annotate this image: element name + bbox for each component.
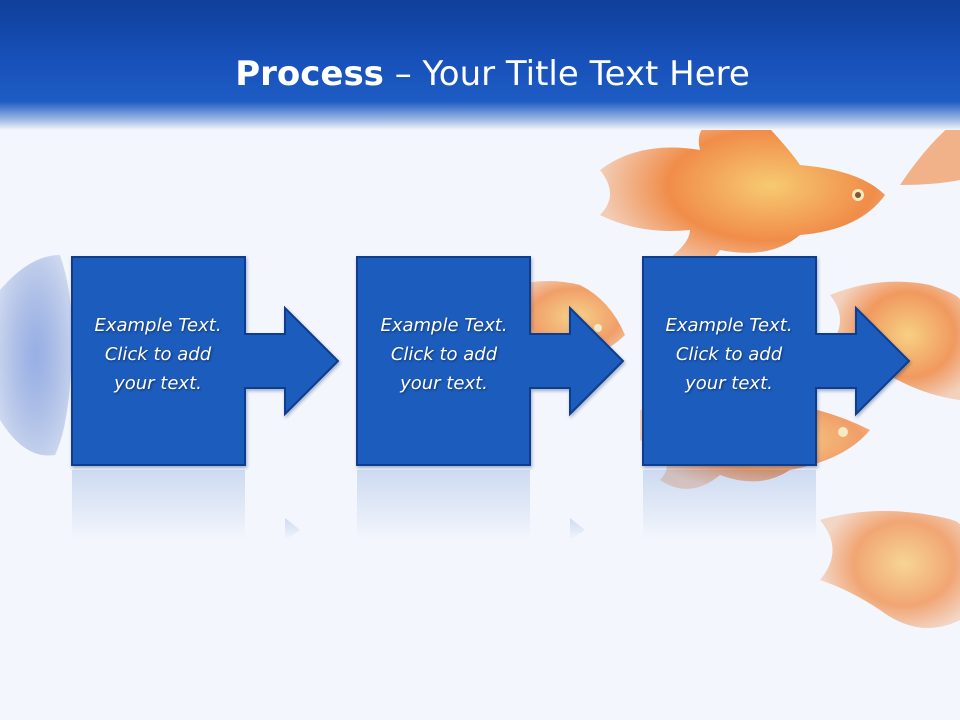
goldfish-large-shape — [600, 116, 885, 270]
process-step-2[interactable] — [356, 256, 625, 540]
step-2-text[interactable]: Example Text. Click to add your text. — [358, 311, 530, 398]
step-3-text[interactable]: Example Text. Click to add your text. — [643, 311, 815, 398]
goldfish-right-top-shape — [900, 118, 960, 185]
step-1-line-1: Example Text. — [94, 315, 222, 336]
title-rest-part: – Your Title Text Here — [383, 54, 750, 94]
title-banner — [0, 0, 960, 130]
step-3-line-1: Example Text. — [665, 315, 793, 336]
step-1-line-3: your text. — [114, 373, 202, 394]
step-2-line-2: Click to add — [390, 344, 498, 365]
step-2-line-3: your text. — [400, 373, 488, 394]
goldfish-right-middle-shape — [830, 281, 960, 400]
title-bold-part: Process — [235, 54, 384, 94]
step-1-text[interactable]: Example Text. Click to add your text. — [72, 311, 244, 398]
blue-fish-shape — [0, 255, 72, 456]
process-step-1[interactable] — [71, 256, 340, 540]
step-2-line-1: Example Text. — [380, 315, 508, 336]
process-step-3[interactable] — [642, 256, 911, 540]
step-1-line-2: Click to add — [104, 344, 212, 365]
slide-title[interactable]: Process – Your Title Text Here — [0, 52, 960, 96]
step-3-line-3: your text. — [685, 373, 773, 394]
goldfish-bottom-right-shape — [820, 511, 960, 628]
step-3-line-2: Click to add — [675, 344, 783, 365]
